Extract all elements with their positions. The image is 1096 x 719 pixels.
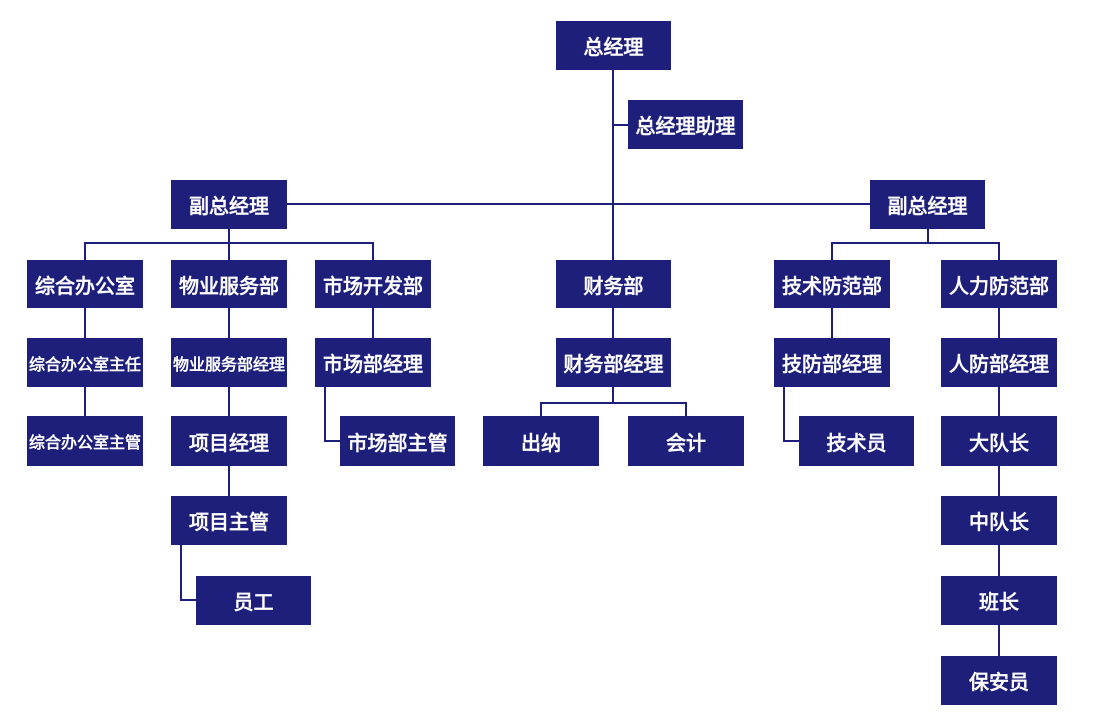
- node-technician: 技术员: [799, 416, 914, 466]
- node-project-manager: 项目经理: [171, 416, 287, 466]
- node-market-development-dept: 市场开发部: [315, 260, 431, 308]
- node-accountant: 会计: [628, 416, 744, 466]
- node-vice-general-manager-right: 副总经理: [870, 180, 985, 229]
- node-squad-leader: 中队长: [941, 496, 1057, 545]
- node-team-leader: 班长: [941, 576, 1057, 625]
- node-brigade-captain: 大队长: [941, 416, 1057, 466]
- node-general-office: 综合办公室: [27, 260, 143, 308]
- node-market-manager: 市场部经理: [315, 338, 431, 387]
- node-office-director: 综合办公室主任: [27, 338, 143, 387]
- line-right-bracket: [831, 242, 1000, 260]
- node-finance-dept: 财务部: [556, 260, 671, 308]
- line-market-to-supervisor: [324, 387, 340, 442]
- node-security-guard: 保安员: [941, 656, 1057, 705]
- line-finance-bracket: [540, 402, 687, 416]
- line-tech-to-technician: [783, 387, 799, 442]
- node-technical-defense-dept: 技术防范部: [774, 260, 890, 308]
- node-property-services-manager: 物业服务部经理: [171, 338, 287, 387]
- node-human-defense-manager: 人防部经理: [941, 338, 1057, 387]
- line-project-to-staff: [180, 545, 196, 601]
- node-general-manager: 总经理: [556, 21, 671, 70]
- node-finance-manager: 财务部经理: [556, 338, 671, 387]
- node-property-services-dept: 物业服务部: [171, 260, 287, 308]
- node-market-supervisor: 市场部主管: [340, 416, 455, 466]
- node-office-supervisor: 综合办公室主管: [27, 416, 143, 466]
- node-tech-defense-manager: 技防部经理: [774, 338, 890, 387]
- node-vice-general-manager-left: 副总经理: [171, 180, 287, 229]
- node-human-defense-dept: 人力防范部: [941, 260, 1057, 308]
- node-staff: 员工: [196, 576, 311, 625]
- node-general-manager-assistant: 总经理助理: [628, 100, 743, 149]
- node-cashier: 出纳: [483, 416, 599, 466]
- node-project-supervisor: 项目主管: [171, 496, 287, 545]
